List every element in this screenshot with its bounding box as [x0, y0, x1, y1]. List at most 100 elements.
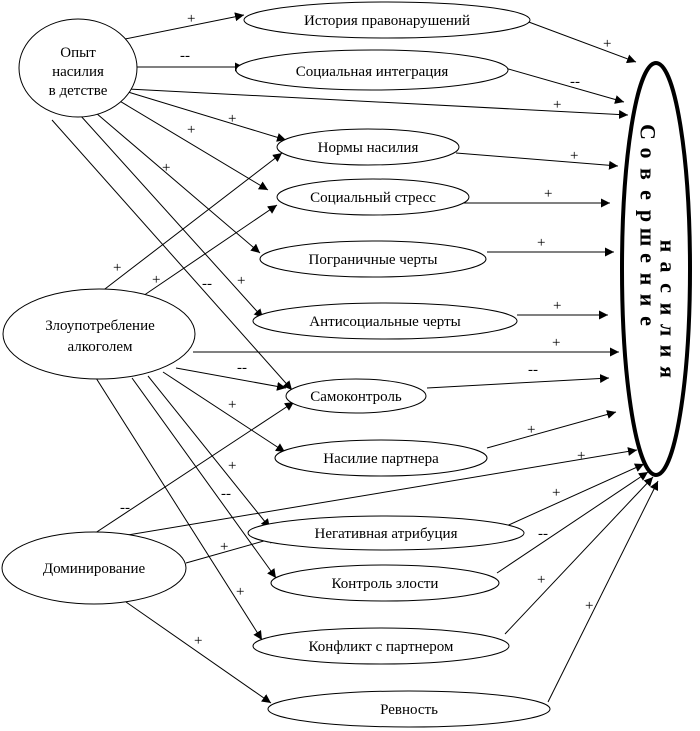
outcome-letter: ш [636, 228, 661, 247]
node-label: Ревность [380, 702, 438, 718]
sign-childhood-stress: + [187, 122, 195, 138]
node-label: Социальная интеграция [296, 64, 449, 80]
sign-childhood-offense: + [187, 11, 195, 27]
node-self-control: Самоконтроль [285, 378, 427, 414]
outcome-letter: е [636, 190, 661, 200]
node-label: Социальный стресс [310, 190, 436, 206]
edge-dominance-jealousy [125, 601, 272, 704]
outcome-letter: с [656, 283, 681, 293]
outcome-letter: н [636, 273, 661, 286]
edge-dominance-selfcontrol [79, 401, 295, 544]
edge-alcohol-conflict [95, 377, 263, 641]
sign-childhood-borderline: + [162, 160, 170, 176]
outcome-letter: я [656, 366, 681, 378]
edge-alcohol-attribution [147, 375, 271, 529]
node-antisocial-traits: Антисоциальные черты [252, 302, 518, 340]
node-partner-conflict: Конфликт с партнером [252, 627, 510, 665]
edge-norms-outcome [455, 152, 619, 170]
edge-childhood-borderline [95, 112, 261, 254]
node-label: Нормы насилия [318, 140, 419, 156]
edge-dominance-attribution [185, 535, 279, 564]
edge-signs: + -- + + + + -- + + -- + + -- + -- + + +… [113, 11, 611, 649]
node-offense-history: История правонарушений [243, 1, 531, 39]
edge-jealousy-outcome [547, 480, 659, 703]
outcome-letter: н [656, 240, 681, 253]
node-label: Насилие партнера [323, 451, 439, 467]
edge-dominance-outcome [97, 447, 638, 541]
outcome-letter: в [636, 168, 661, 180]
sign-antisocial-outcome: + [553, 298, 561, 314]
node-jealousy: Ревность [267, 690, 551, 728]
node-label: История правонарушений [304, 13, 470, 29]
edges-to-outcome [97, 14, 659, 703]
outcome-letter: р [636, 210, 661, 222]
sign-norms-outcome: + [570, 148, 578, 164]
sign-childhood-integration: -- [180, 48, 190, 64]
outcome-letter: и [636, 294, 661, 307]
sign-conflict-outcome: + [537, 572, 545, 588]
edge-selfcontrol-outcome [426, 374, 610, 389]
sign-stress-outcome: + [544, 186, 552, 202]
sign-partnerviolence-outcome: + [527, 422, 535, 438]
node-alcohol-abuse: Злоупотребление алкоголем [2, 288, 196, 380]
node-label: Негативная атрибуция [315, 526, 458, 542]
node-label: Контроль злости [332, 576, 439, 592]
node-social-integration: Социальная интеграция [235, 49, 509, 91]
sign-dominance-jealousy: + [194, 633, 202, 649]
outcome-letter: и [656, 303, 681, 316]
outcome-letter: л [656, 324, 681, 336]
sign-dominance-attribution: + [220, 539, 228, 555]
sign-offense-outcome: + [603, 36, 611, 52]
sign-jealousy-outcome: + [585, 598, 593, 614]
sign-childhood-selfcontrol: -- [202, 276, 212, 292]
outcome-letter: а [656, 262, 681, 273]
edge-offense-outcome [509, 14, 637, 64]
sign-integration-outcome: -- [570, 74, 580, 90]
node-negative-attribution: Негативная атрибуция [247, 515, 525, 551]
sign-selfcontrol-outcome: -- [528, 362, 538, 378]
edge-conflict-outcome [504, 476, 654, 635]
sign-borderline-outcome: + [537, 235, 545, 251]
node-label: Конфликт с партнером [309, 639, 454, 655]
edge-childhood-norms [127, 91, 287, 142]
sign-alcohol-attribution: + [228, 458, 236, 474]
node-childhood-violence: Опыт насилия в детстве [18, 18, 138, 118]
edge-alcohol-norms [87, 152, 283, 303]
edge-childhood-outcome [127, 88, 629, 120]
edge-childhood-antisocial [79, 114, 264, 319]
node-dominance: Доминирование [1, 531, 187, 605]
sign-alcohol-outcome: + [552, 335, 560, 351]
edge-alcohol-stress [136, 204, 278, 301]
edge-partnerviolence-outcome [486, 410, 617, 449]
node-label-line: Злоупотребление [45, 318, 155, 334]
sign-attribution-outcome: + [552, 485, 560, 501]
edge-alcohol-partnerviolence [162, 371, 286, 453]
node-label-line: Опыт [60, 45, 96, 61]
outcome-letter: С [636, 124, 661, 140]
sign-childhood-outcome: + [553, 97, 561, 113]
sign-dominance-selfcontrol: -- [120, 500, 130, 516]
edge-childhood-offense [119, 12, 245, 41]
sign-alcohol-stress: + [152, 272, 160, 288]
node-label-line: в детстве [49, 83, 108, 99]
node-partner-violence: Насилие партнера [274, 439, 488, 477]
edge-childhood-stress [117, 99, 269, 191]
node-label: Доминирование [43, 561, 146, 577]
sign-anger-outcome: -- [538, 526, 548, 542]
node-label-line: насилия [52, 64, 104, 80]
outcome-letter: о [636, 148, 661, 159]
node-label-line: алкоголем [67, 339, 133, 355]
edge-attribution-outcome [501, 463, 645, 529]
sign-alcohol-conflict: + [236, 584, 244, 600]
node-anger-control: Контроль злости [270, 564, 500, 602]
sign-alcohol-selfcontrol: -- [237, 360, 247, 376]
edge-anger-outcome [496, 471, 649, 574]
node-label: Антисоциальные черты [309, 314, 460, 330]
node-label: Пограничные черты [309, 252, 438, 268]
sign-alcohol-partnerviolence: + [228, 397, 236, 413]
node-label: Самоконтроль [310, 389, 402, 405]
edge-integration-outcome [504, 67, 625, 104]
